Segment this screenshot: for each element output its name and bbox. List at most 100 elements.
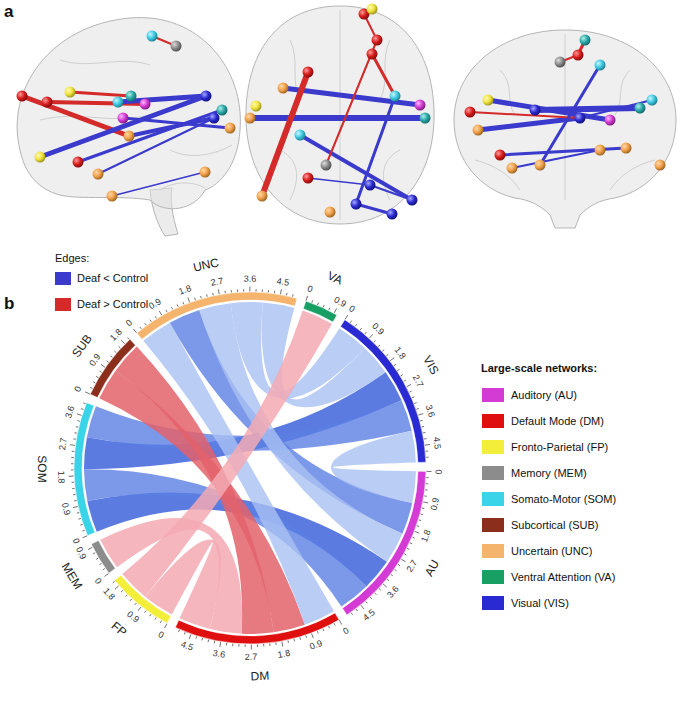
legend-heading: Large-scale networks: (481, 362, 597, 375)
tick-label: 0 (341, 625, 351, 636)
tick-mark (75, 432, 77, 434)
tick-mark (69, 476, 74, 477)
region-sphere (147, 31, 158, 42)
tick-label: 1.8 (56, 470, 67, 483)
network-arc-label: UNC (190, 254, 223, 276)
tick-mark (275, 643, 276, 645)
tick-mark (345, 315, 348, 319)
tick-label: 0.9 (429, 497, 442, 511)
region-sphere (580, 35, 591, 46)
tick-mark (73, 507, 78, 508)
region-sphere (225, 123, 236, 134)
tick-label: 0 (347, 303, 357, 314)
tick-label: 1.8 (277, 648, 291, 660)
tick-mark (374, 341, 376, 343)
region-sphere (495, 150, 506, 161)
tick-mark (426, 483, 428, 484)
tick-mark (245, 644, 246, 647)
tick-mark (101, 364, 105, 367)
tick-mark (77, 512, 79, 514)
tick-label: 0.9 (332, 294, 348, 309)
tick-mark (138, 607, 141, 611)
tick-mark (88, 547, 92, 549)
tick-mark (379, 589, 381, 591)
tick-label: 0.9 (125, 609, 141, 625)
tick-mark (365, 332, 367, 334)
network-name: VIS (420, 353, 442, 377)
tick-label: 0.9 (74, 545, 89, 561)
legend-swatch (482, 388, 504, 402)
tick-label: 4.5 (179, 639, 194, 653)
tick-mark (127, 338, 129, 340)
region-sphere (573, 50, 584, 61)
region-sphere (209, 113, 220, 124)
tick-mark (287, 640, 289, 642)
region-sphere (367, 4, 378, 15)
network-arc (341, 320, 426, 463)
region-sphere (655, 160, 666, 171)
tick-mark (93, 553, 95, 554)
region-sphere (595, 145, 606, 156)
tick-mark (140, 327, 142, 329)
tick-label: 4.5 (276, 276, 290, 288)
tick-mark (232, 644, 233, 646)
tick-mark (121, 340, 125, 344)
tick-mark (268, 290, 269, 292)
tick-mark (361, 605, 364, 609)
tick-mark (329, 308, 330, 310)
legend-text: Default Mode (DM) (511, 415, 604, 428)
tick-marks (69, 287, 432, 650)
network-arc (91, 541, 115, 574)
network-name: FP (108, 619, 129, 640)
tick-mark (417, 525, 419, 527)
region-sphere (295, 130, 306, 141)
tick-mark (360, 328, 362, 330)
legend-swatch (482, 466, 504, 480)
legend-text: Subcortical (SUB) (511, 519, 598, 532)
tick-mark (424, 438, 426, 439)
tick-mark (410, 543, 412, 544)
network-name: VA (325, 269, 345, 288)
tick-mark (83, 402, 85, 404)
legend-text: Memory (MEM) (511, 467, 587, 480)
tick-mark (219, 642, 221, 647)
tick-mark (182, 302, 184, 304)
region-sphere (365, 180, 376, 191)
region-sphere (507, 163, 518, 174)
tick-label: 2.7 (410, 373, 425, 389)
tick-label: 0.9 (308, 638, 323, 652)
edge-line (500, 148, 626, 155)
tick-mark (184, 632, 186, 634)
tick-mark (378, 345, 380, 347)
tick-mark (73, 494, 75, 495)
tick-label: 2.7 (210, 276, 224, 288)
tick-mark (81, 408, 83, 410)
region-sphere (325, 207, 336, 218)
tick-mark (82, 530, 84, 532)
tick-mark (418, 414, 423, 416)
tick-mark (85, 392, 90, 394)
region-sphere (113, 97, 124, 108)
tick-mark (426, 457, 428, 458)
tick-mark (390, 358, 394, 361)
tick-mark (110, 356, 112, 358)
tick-label: 2.7 (245, 652, 258, 662)
tick-mark (426, 450, 428, 451)
tick-mark (306, 296, 308, 301)
region-sphere (303, 67, 314, 78)
tick-mark (269, 643, 270, 645)
network-arc-label: VA (323, 267, 347, 289)
tick-mark (196, 636, 198, 638)
tick-mark (119, 346, 121, 348)
tick-mark (419, 519, 421, 521)
region-sphere (245, 113, 256, 124)
tick-mark (224, 291, 225, 293)
region-sphere (465, 107, 476, 118)
tick-mark (74, 500, 76, 501)
region-sphere (140, 99, 151, 110)
tick-mark (263, 644, 264, 647)
brain-sulci (40, 60, 232, 190)
network-name: MEM (59, 560, 85, 591)
tick-mark (407, 548, 409, 549)
